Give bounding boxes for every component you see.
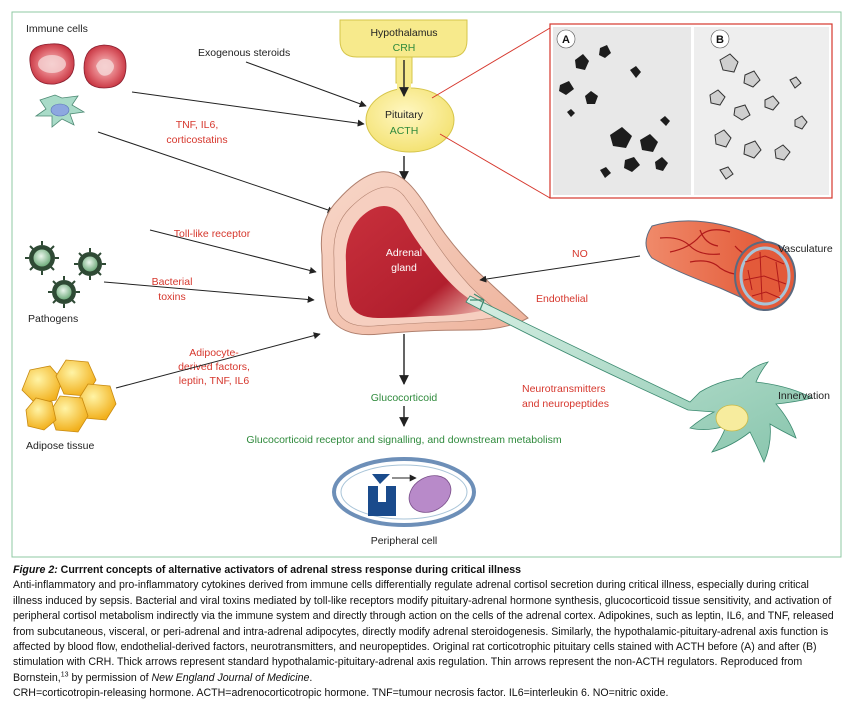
figure-frame [11,11,842,558]
arrow-no-to-adrenal [479,255,641,283]
hypothalamus-shape [339,19,468,58]
vasculature-illustration [645,220,796,311]
arrow-immune-to-pituitary [131,91,365,127]
peripheral-cell-label: Peripheral cell [371,535,438,547]
pathogens-label: Pathogens [28,313,78,325]
gc-receptor-label: Glucocorticoid receptor and signalling, … [246,434,561,446]
immune-cells-illustration [29,43,127,128]
no-label: NO [572,248,588,260]
caption-period: . [309,671,313,684]
tnf-il6-label-line2: corticostatins [166,134,227,146]
caption-reference: 13 [60,671,69,679]
pituitary-shape [365,56,455,153]
caption-journal: New England Journal of Medicine [151,671,310,684]
caption-title: Figure 2: Currrent concepts of alternati… [13,563,841,578]
endothelial-label: Endothelial [536,293,588,305]
arrow-toll-to-adrenal [149,229,317,274]
innervation-label: Innervation [778,390,830,402]
arrow-immune-to-adrenal [97,131,335,214]
pituitary-label: Pituitary [385,109,424,121]
caption-abbreviations: CRH=corticotropin-releasing hormone. ACT… [13,687,669,700]
neuro-label-line2: and neuropeptides [522,398,609,410]
adipocyte-label-line2: derived factors, [178,361,250,373]
figure-caption: Figure 2: Currrent concepts of alternati… [13,563,841,702]
adipose-tissue-illustration [21,359,117,433]
bacterial-label-line1: Bacterial [152,276,193,288]
arrow-toxins-to-adrenal [103,281,315,303]
caption-permission-text: by permission of [68,671,152,684]
caption-body: Anti-inflammatory and pro-inflammatory c… [13,578,841,686]
hypothalamus-label: Hypothalamus [370,27,437,39]
caption-title-figure-number: Figure 2: [13,564,58,576]
micrograph-panel [431,23,833,199]
vasculature-label: Vasculature [778,243,833,255]
tnf-il6-label-line1: TNF, IL6, [176,119,219,131]
panel-b-label: B [716,34,724,46]
neuro-label-line1: Neurotransmitters [522,383,605,395]
pathogens-illustration [25,241,106,308]
arrow-adipose-to-adrenal [115,332,321,389]
toll-like-receptor-label: Toll-like receptor [174,228,251,240]
panel-b-stained-cells [709,53,808,180]
adrenal-label-line2: gland [391,262,417,274]
glucocorticoid-label: Glucocorticoid [371,392,438,404]
adipocyte-label-line1: Adipocyte- [189,347,239,359]
crh-label: CRH [393,42,416,54]
caption-title-text: Currrent concepts of alternative activat… [57,564,522,576]
exogenous-steroids-label: Exogenous steroids [198,47,290,59]
acth-label: ACTH [390,125,419,137]
adipose-tissue-label: Adipose tissue [26,440,94,452]
adrenal-label-line1: Adrenal [386,247,422,259]
panel-a-label: A [562,34,570,46]
bacterial-label-line2: toxins [158,291,185,303]
adipocyte-label-line3: leptin, TNF, IL6 [179,375,250,387]
immune-cells-label: Immune cells [26,23,88,35]
arrow-steroids-to-pituitary [245,61,367,108]
adrenal-gland-illustration [320,171,529,336]
innervation-neuron-illustration [465,293,814,463]
panel-a-stained-cells [559,45,670,178]
caption-body-text: Anti-inflammatory and pro-inflammatory c… [13,579,834,684]
peripheral-cell-illustration [332,457,476,527]
